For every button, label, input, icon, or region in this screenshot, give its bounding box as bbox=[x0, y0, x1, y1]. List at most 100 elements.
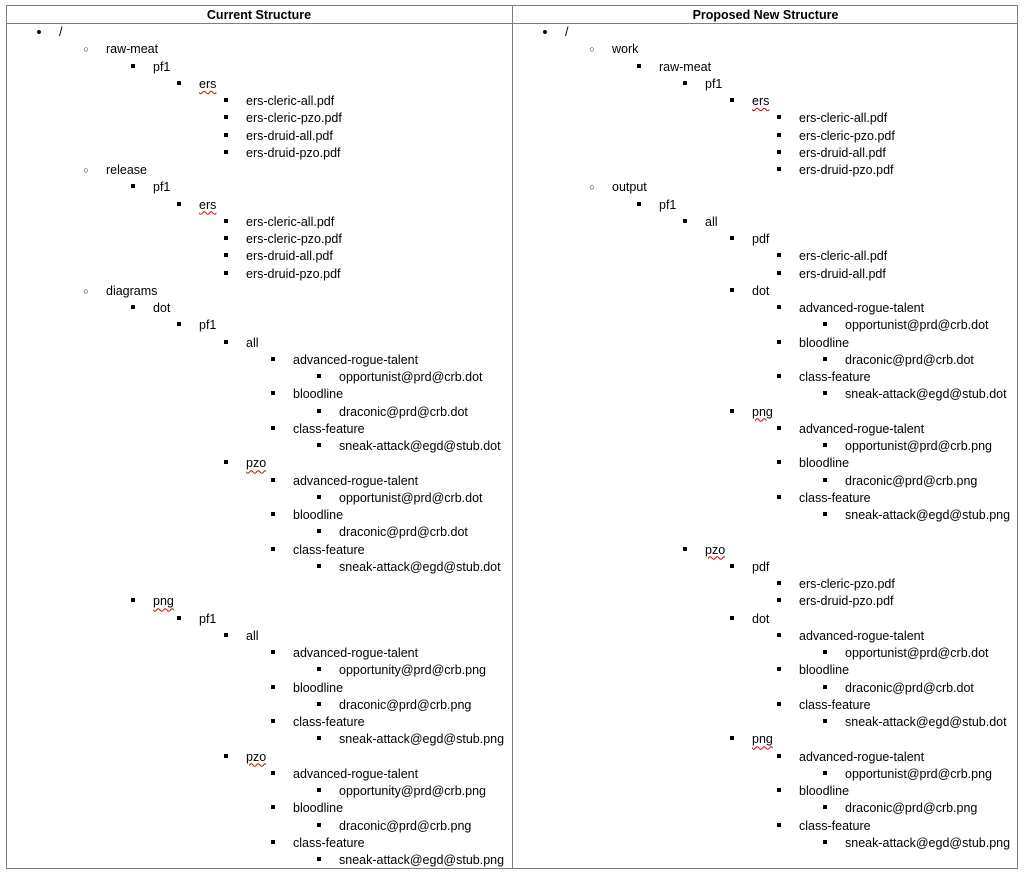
tree-node-label: advanced-rogue-talent bbox=[293, 766, 419, 781]
tree-node: opportunist@prd@crb.dot bbox=[0, 369, 500, 386]
list-bullet bbox=[313, 369, 325, 386]
tree-node: draconic@prd@crb.png bbox=[506, 800, 1006, 817]
list-bullet bbox=[819, 800, 831, 817]
tree-node-label: sneak-attack@egd@stub.dot bbox=[339, 439, 501, 453]
tree-node: bloodline bbox=[506, 455, 1006, 472]
list-bullet bbox=[819, 438, 831, 455]
tree-node: pf1 bbox=[0, 611, 500, 628]
list-bullet bbox=[313, 818, 325, 835]
tree-node-label: bloodline bbox=[293, 387, 344, 402]
tree-node-label: output bbox=[612, 180, 647, 195]
tree-node-label: class-feature bbox=[293, 421, 365, 436]
list-bullet bbox=[539, 24, 551, 43]
tree-node-label: ers-druid-all.pdf bbox=[799, 266, 886, 281]
tree-node: bloodline bbox=[506, 783, 1006, 800]
list-bullet bbox=[313, 852, 325, 869]
tree-node: ers-druid-all.pdf bbox=[0, 248, 500, 265]
tree-node: png bbox=[506, 404, 1006, 421]
tree-node-label: ers-druid-pzo.pdf bbox=[799, 594, 894, 609]
list-bullet bbox=[726, 93, 738, 110]
tree-node-label: pf1 bbox=[153, 180, 171, 195]
list-bullet bbox=[220, 455, 232, 472]
tree-node-label: ers bbox=[752, 94, 770, 108]
list-bullet bbox=[267, 352, 279, 369]
tree-node-label: png bbox=[752, 404, 773, 419]
tree-node-label: ers-cleric-all.pdf bbox=[246, 94, 335, 108]
tree-node: advanced-rogue-talent bbox=[0, 473, 500, 490]
tree-node-label: ers-druid-pzo.pdf bbox=[246, 145, 341, 160]
tree-node: raw-meat bbox=[506, 59, 1006, 76]
list-bullet bbox=[726, 404, 738, 421]
tree-node: ers-cleric-all.pdf bbox=[506, 248, 1006, 265]
tree-node: ers-cleric-pzo.pdf bbox=[506, 128, 1006, 145]
tree-node-label: sneak-attack@egd@stub.dot bbox=[845, 715, 1007, 729]
tree-node: opportunity@prd@crb.png bbox=[0, 662, 500, 679]
list-bullet bbox=[773, 783, 785, 800]
tree-node: / bbox=[0, 24, 500, 41]
tree-node: class-feature bbox=[506, 697, 1006, 714]
tree-node-label: bloodline bbox=[799, 335, 850, 350]
tree-node-label: sneak-attack@egd@stub.dot bbox=[339, 559, 501, 574]
tree-node: advanced-rogue-talent bbox=[506, 421, 1006, 438]
list-bullet bbox=[220, 93, 232, 110]
list-bullet bbox=[173, 76, 185, 93]
list-bullet bbox=[819, 835, 831, 852]
tree-node: pf1 bbox=[0, 179, 500, 196]
tree-node: ers bbox=[506, 93, 1006, 110]
list-bullet bbox=[679, 542, 691, 559]
tree-node: class-feature bbox=[506, 369, 1006, 386]
tree-node: class-feature bbox=[506, 818, 1006, 835]
list-bullet bbox=[679, 76, 691, 93]
tree-node-label: bloodline bbox=[293, 680, 344, 695]
tree-node-label: pzo bbox=[246, 456, 267, 471]
list-bullet bbox=[819, 352, 831, 369]
list-bullet bbox=[819, 680, 831, 697]
list-bullet bbox=[267, 680, 279, 697]
list-bullet bbox=[633, 59, 645, 76]
tree-node: work bbox=[506, 41, 1006, 58]
tree-node: sneak-attack@egd@stub.dot bbox=[506, 386, 1007, 403]
list-bullet bbox=[313, 524, 325, 541]
list-bullet bbox=[313, 559, 325, 576]
header-divider bbox=[6, 23, 1018, 24]
list-bullet bbox=[773, 248, 785, 265]
list-bullet bbox=[773, 628, 785, 645]
tree-node-label: pf1 bbox=[659, 197, 677, 212]
tree-node-label: release bbox=[106, 163, 147, 177]
list-bullet bbox=[80, 41, 92, 58]
list-bullet bbox=[773, 576, 785, 593]
list-bullet bbox=[313, 697, 325, 714]
tree-node: advanced-rogue-talent bbox=[506, 300, 1006, 317]
tree-node-label: pf1 bbox=[199, 611, 217, 626]
list-bullet bbox=[633, 197, 645, 214]
list-bullet bbox=[220, 335, 232, 352]
tree-node: sneak-attack@egd@stub.dot bbox=[0, 559, 501, 576]
tree-node: bloodline bbox=[0, 680, 500, 697]
tree-node: dot bbox=[0, 300, 500, 317]
list-bullet bbox=[220, 128, 232, 145]
tree-node: ers-cleric-pzo.pdf bbox=[506, 576, 1006, 593]
list-bullet bbox=[726, 559, 738, 576]
list-bullet bbox=[80, 162, 92, 179]
list-bullet bbox=[773, 110, 785, 127]
list-bullet bbox=[586, 41, 598, 58]
tree-node-label: draconic@prd@crb.png bbox=[339, 697, 472, 712]
list-bullet bbox=[773, 300, 785, 317]
tree-node-label: bloodline bbox=[799, 784, 850, 798]
tree-node: draconic@prd@crb.dot bbox=[506, 680, 1006, 697]
tree-node: ers-druid-pzo.pdf bbox=[0, 145, 500, 162]
list-bullet bbox=[679, 214, 691, 231]
list-bullet bbox=[773, 162, 785, 179]
tree-node-label: ers-cleric-pzo.pdf bbox=[799, 577, 895, 591]
tree-node-label: ers-cleric-all.pdf bbox=[799, 111, 888, 126]
tree-node-label: all bbox=[705, 214, 718, 229]
tree-node-label: ers-druid-pzo.pdf bbox=[799, 163, 894, 177]
tree-node-label: advanced-rogue-talent bbox=[799, 749, 925, 764]
tree-node-label: bloodline bbox=[293, 508, 344, 522]
tree-node-label: pdf bbox=[752, 559, 770, 574]
tree-node: png bbox=[506, 731, 1006, 748]
tree-node: diagrams bbox=[0, 283, 500, 300]
tree-node: ers-druid-all.pdf bbox=[0, 128, 500, 145]
tree-node-label: ers bbox=[199, 197, 217, 212]
list-bullet bbox=[267, 714, 279, 731]
